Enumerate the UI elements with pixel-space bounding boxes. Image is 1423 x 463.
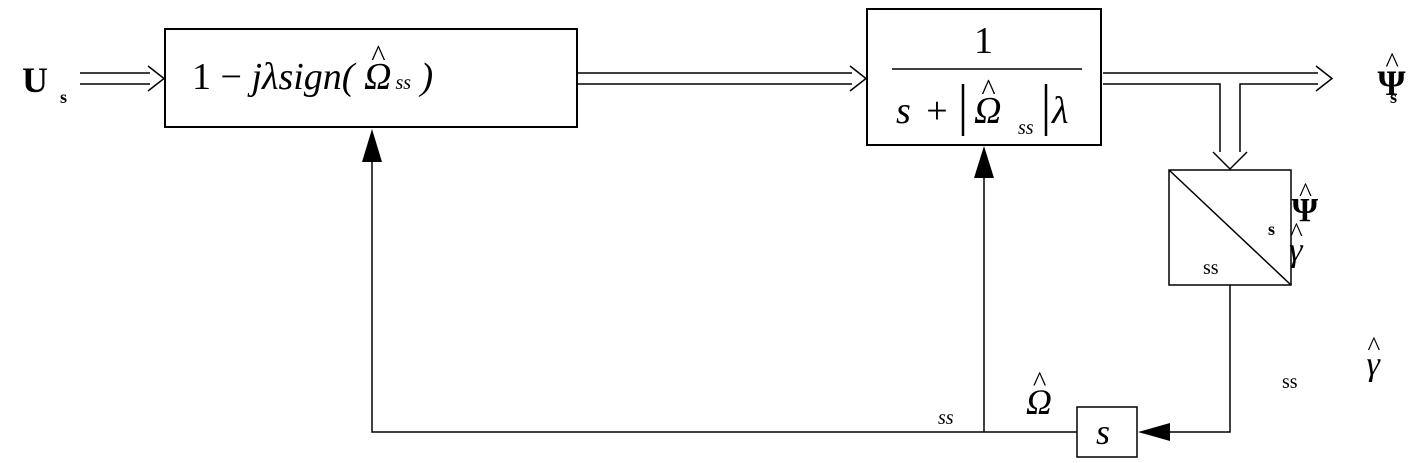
gain-block bbox=[164, 28, 578, 128]
output-double-arrow bbox=[1103, 65, 1334, 171]
gamma-feedback-subscript: ss bbox=[1282, 371, 1298, 393]
gain-omega-symbol: Ω bbox=[364, 58, 391, 96]
converter-gamma-subscript: ss bbox=[1203, 257, 1219, 279]
omega-feedback-line bbox=[371, 162, 1077, 433]
den-omega-symbol: Ω bbox=[974, 92, 1001, 130]
gain-close-paren: ) bbox=[420, 56, 434, 98]
output-label-psi-subscript: s bbox=[1390, 87, 1398, 107]
omega-feedback-subscript: ss bbox=[938, 407, 954, 429]
gamma-feedback-symbol: γ bbox=[1366, 348, 1379, 382]
derivative-block-label: s bbox=[1096, 412, 1111, 452]
gain-block-expression: 1 − jλsign( Ωss ) bbox=[192, 58, 433, 96]
gain-to-transfer-double-arrow bbox=[578, 65, 868, 92]
den-plus: + bbox=[926, 90, 948, 132]
transfer-feedback-arrowhead bbox=[974, 146, 994, 178]
input-double-arrow bbox=[80, 65, 166, 92]
converter-gamma-symbol: γ bbox=[1289, 234, 1302, 268]
input-label-u: U bbox=[22, 60, 48, 100]
gain-j-lambda: jλsign( bbox=[251, 56, 355, 98]
den-omega-subscript: ss bbox=[1018, 117, 1034, 139]
den-lambda: λ bbox=[1052, 90, 1069, 132]
output-label-psi: Ψ bbox=[1377, 65, 1405, 101]
gain-prefix: 1 − bbox=[192, 56, 252, 98]
gain-feedback-arrowhead bbox=[362, 129, 382, 162]
omega-feedback-symbol: Ω bbox=[1026, 384, 1052, 420]
den-s: s bbox=[896, 90, 911, 132]
gamma-feedback-line bbox=[1170, 285, 1231, 433]
transfer-block bbox=[866, 8, 1102, 146]
converter-psi-subscript: s bbox=[1268, 219, 1276, 239]
transfer-numerator: 1 bbox=[974, 20, 993, 62]
derivative-input-arrowhead bbox=[1138, 423, 1170, 441]
input-label-u-subscript: s bbox=[60, 87, 68, 107]
gain-omega-subscript: ss bbox=[395, 72, 412, 94]
transfer-denominator: s + bbox=[896, 92, 948, 130]
